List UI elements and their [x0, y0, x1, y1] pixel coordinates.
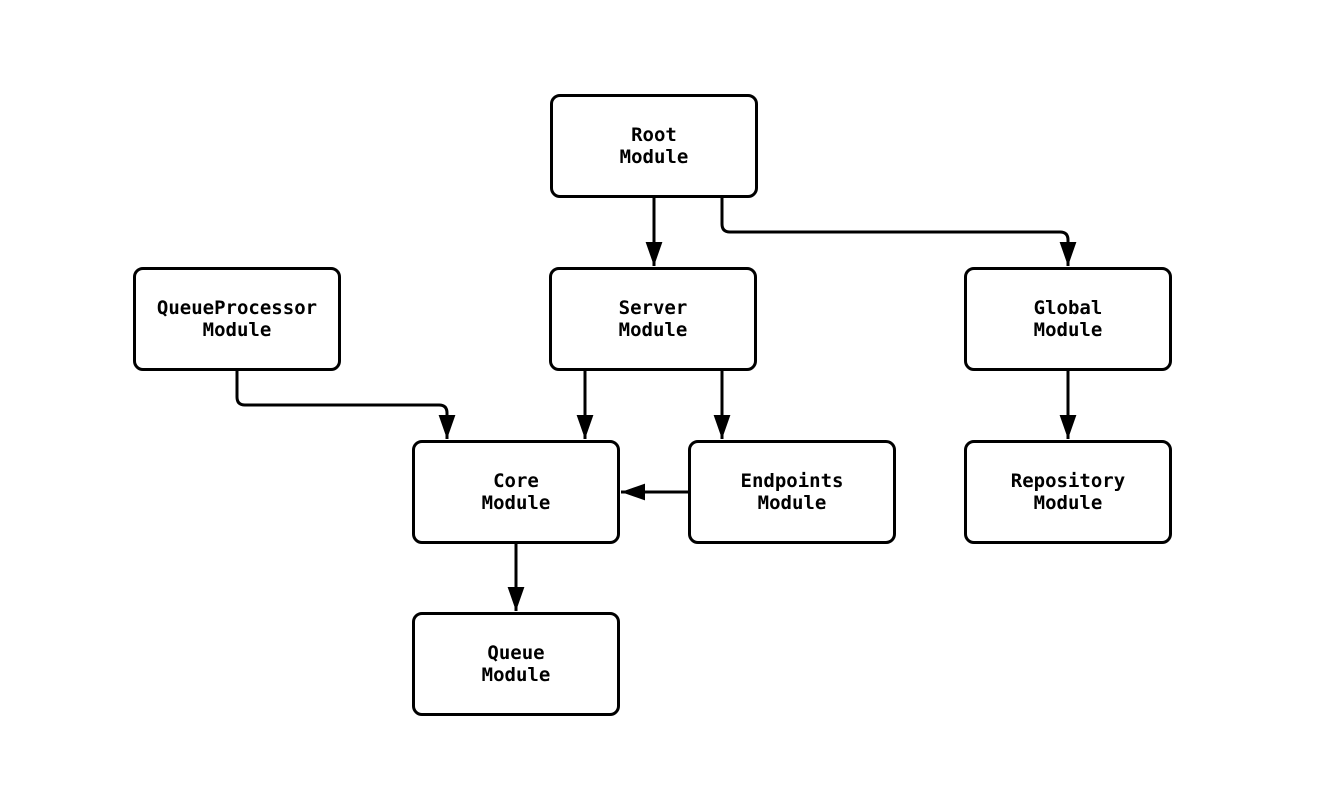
node-core-module: Core Module: [412, 440, 620, 544]
node-global-module: Global Module: [964, 267, 1172, 371]
node-endpoints-module: Endpoints Module: [688, 440, 896, 544]
node-global-module-label: Global Module: [1033, 297, 1103, 341]
edge-root-to-global: [720, 198, 1077, 266]
node-queueprocessor-module: QueueProcessor Module: [133, 267, 341, 371]
node-endpoints-module-label: Endpoints Module: [740, 470, 844, 514]
node-root-module-label: Root Module: [619, 124, 689, 168]
node-queueprocessor-module-label: QueueProcessor Module: [156, 297, 318, 341]
node-server-module-label: Server Module: [618, 297, 688, 341]
node-repository-module-label: Repository Module: [1010, 470, 1126, 514]
node-root-module: Root Module: [550, 94, 758, 198]
node-queue-module: Queue Module: [412, 612, 620, 716]
node-server-module: Server Module: [549, 267, 757, 371]
node-repository-module: Repository Module: [964, 440, 1172, 544]
edge-queueprocessor-to-core: [235, 371, 456, 440]
node-queue-module-label: Queue Module: [481, 642, 551, 686]
node-core-module-label: Core Module: [481, 470, 551, 514]
